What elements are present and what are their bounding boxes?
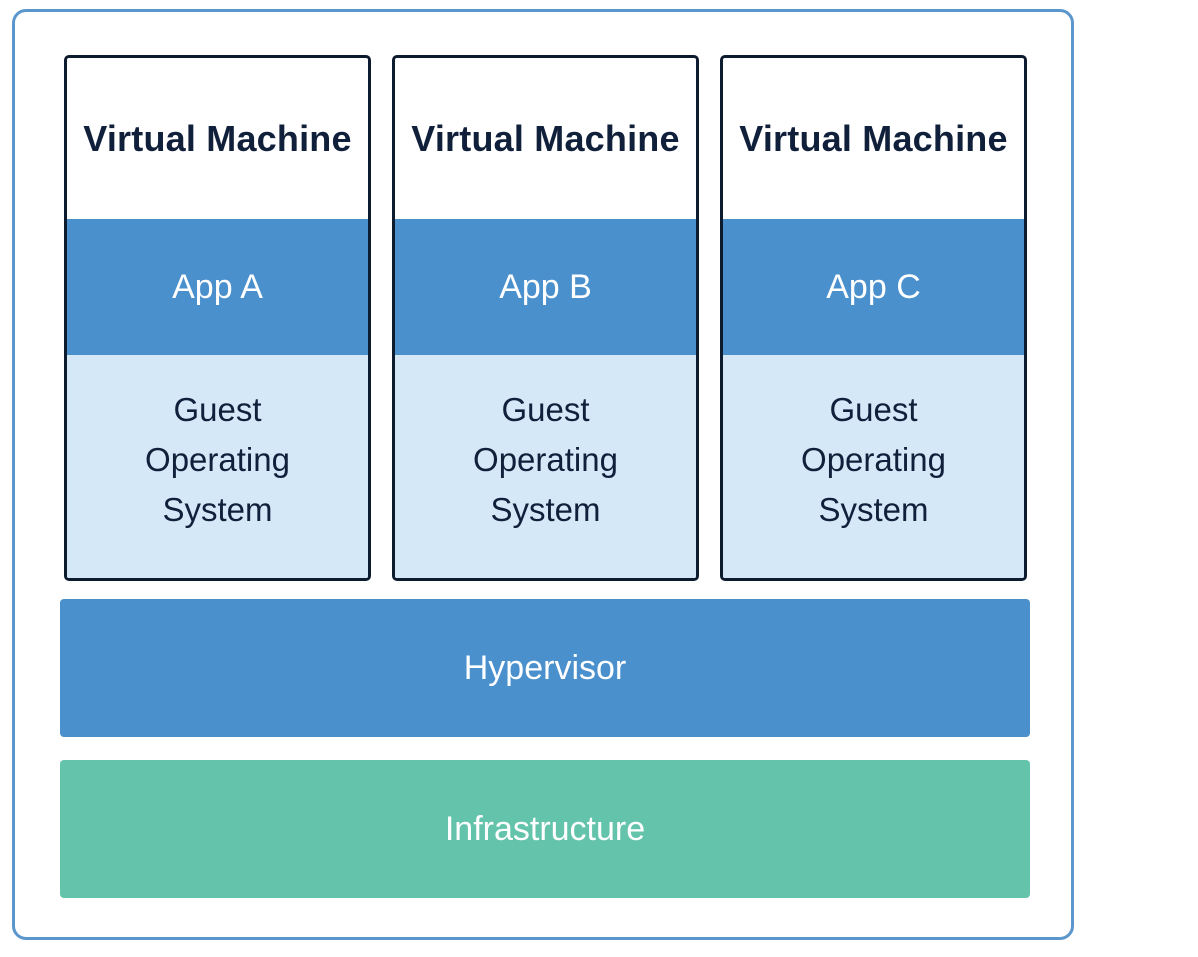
- virtual-machine-c: Virtual Machine App C Guest Operating Sy…: [720, 55, 1027, 581]
- hypervisor-layer: Hypervisor: [60, 599, 1030, 737]
- virtual-machine-a: Virtual Machine App A Guest Operating Sy…: [64, 55, 371, 581]
- guest-os-block: Guest Operating System: [723, 355, 1024, 578]
- vm-title: Virtual Machine: [411, 118, 680, 159]
- guest-os-line: System: [818, 490, 929, 528]
- guest-os-line: Operating: [145, 440, 290, 478]
- guest-os-block: Guest Operating System: [395, 355, 696, 578]
- app-c-block: App C: [723, 219, 1024, 355]
- vm-title: Virtual Machine: [83, 118, 352, 159]
- app-b-block: App B: [395, 219, 696, 355]
- guest-os-line: System: [490, 490, 601, 528]
- guest-os-line: Guest: [173, 390, 262, 428]
- guest-os-line: Operating: [473, 440, 618, 478]
- infrastructure-layer: Infrastructure: [60, 760, 1030, 898]
- app-a-block: App A: [67, 219, 368, 355]
- guest-os-block: Guest Operating System: [67, 355, 368, 578]
- guest-os-line: Guest: [829, 390, 918, 428]
- vm-title: Virtual Machine: [739, 118, 1008, 159]
- virtual-machine-b: Virtual Machine App B Guest Operating Sy…: [392, 55, 699, 581]
- guest-os-line: System: [162, 490, 273, 528]
- guest-os-line: Guest: [501, 390, 590, 428]
- guest-os-line: Operating: [801, 440, 946, 478]
